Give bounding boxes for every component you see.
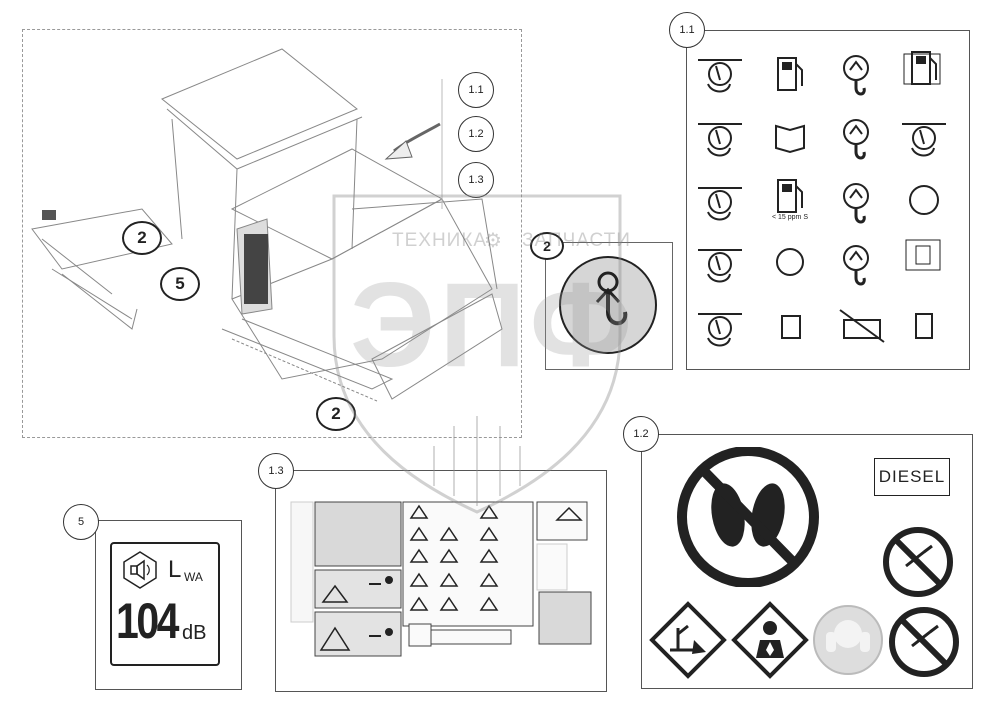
no-stepping-sign [677, 447, 819, 587]
hook-detail-icon [559, 256, 657, 354]
callout-5[interactable]: 5 [63, 504, 99, 540]
callout-1-3[interactable]: 1.3 [258, 453, 294, 489]
callout-1-1[interactable]: 1.1 [669, 12, 705, 48]
hazard-health-diamond [731, 601, 809, 679]
sound-power-subscript: WA [184, 570, 203, 584]
watermark-logo: ЭПФ [350, 258, 637, 392]
panel-1-3-decal-sheet [290, 501, 592, 657]
callout-1-3-top[interactable]: 1.3 [458, 162, 494, 198]
watermark-gear-icon: ⚙ [484, 230, 503, 252]
noise-level-value: 104 [116, 593, 180, 649]
watermark-left-word: ТЕХНИКА [392, 230, 488, 251]
position-marker-2-hook[interactable]: 2 [530, 232, 564, 260]
speaker-sound-icon [123, 551, 157, 589]
panel-1-1-icon-grid: < 15 ppm S [697, 51, 947, 347]
diesel-label: DIESEL [878, 467, 946, 486]
diesel-label-box: DIESEL [874, 458, 950, 496]
fuel-sulfur-caption: < 15 ppm S [772, 214, 808, 221]
ear-protection-sign [813, 605, 883, 675]
position-marker-2-bottom[interactable]: 2 [316, 397, 356, 431]
callout-1-1-top[interactable]: 1.1 [458, 72, 494, 108]
noise-level-decal: L WA 104 dB [110, 542, 220, 666]
no-spray-sign-bottom [889, 607, 959, 677]
position-marker-2-left[interactable]: 2 [122, 221, 162, 255]
noise-level-unit: dB [182, 622, 207, 644]
sound-power-symbol: L [168, 556, 182, 583]
watermark-right-word: ЗАПЧАСТИ [522, 230, 631, 251]
machine-view-frame [22, 29, 522, 438]
position-marker-5[interactable]: 5 [160, 267, 200, 301]
no-spray-sign-top [883, 527, 953, 597]
callout-1-2[interactable]: 1.2 [623, 416, 659, 452]
callout-1-2-top[interactable]: 1.2 [458, 116, 494, 152]
paver-machine-drawing [31, 48, 503, 402]
hazard-environment-diamond [649, 601, 727, 679]
